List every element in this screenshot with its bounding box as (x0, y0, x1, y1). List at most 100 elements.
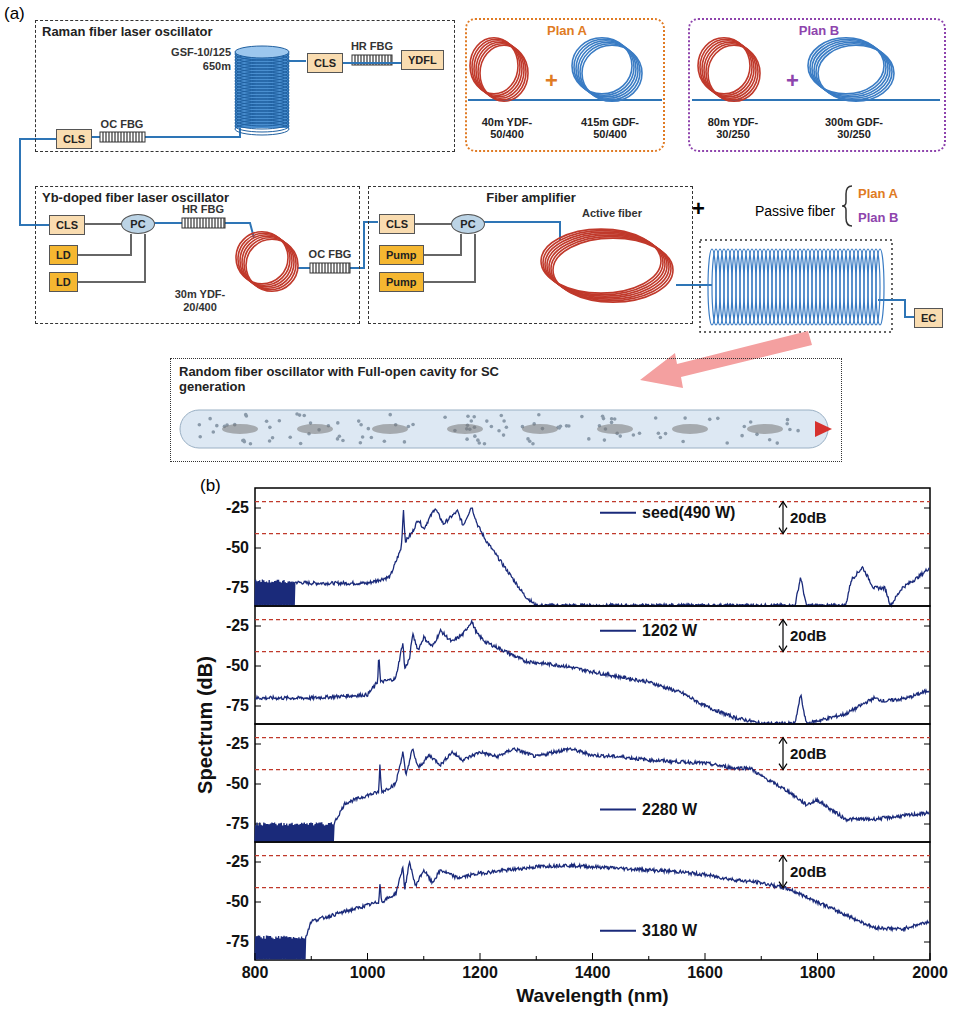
fbg-line (105, 132, 106, 142)
scatter-dot (531, 442, 535, 446)
scatter-dot (472, 415, 476, 419)
node-text: LD (56, 275, 71, 289)
reference-line (255, 737, 930, 738)
fbg-line (205, 218, 206, 228)
scatter-dot (465, 437, 469, 441)
node-text: CLS (314, 56, 336, 70)
fbg-line (220, 218, 221, 228)
tick-label: -75 (226, 814, 249, 833)
fbg-line (129, 132, 130, 142)
plot-frame (255, 606, 930, 724)
scatter-dot (485, 419, 489, 423)
tick-label: 1400 (575, 963, 611, 982)
scatter-dot (477, 441, 481, 445)
scale-label: 20dB (790, 627, 827, 645)
scatter-dot (278, 419, 282, 423)
module-group: Fiber amplifierCLSPCPumpPump (368, 186, 693, 324)
scatter-dot (610, 421, 614, 425)
tick (924, 862, 930, 863)
fiber-coil (818, 45, 894, 101)
scatter-dot (603, 438, 607, 442)
tick (592, 953, 593, 960)
legend-text: 1202 W (642, 621, 697, 640)
legend-line (600, 930, 636, 932)
scatter-dot (411, 423, 415, 427)
fbg-line (312, 263, 313, 273)
reference-line (255, 501, 930, 502)
fiber-coil (480, 45, 528, 101)
node-text: Pump (386, 275, 417, 289)
fbg-line (324, 263, 325, 273)
scatter-dot (245, 414, 249, 418)
node-text: LD (56, 248, 71, 262)
scatter-dot (654, 416, 658, 420)
component-box: Pump (379, 272, 424, 292)
fbg-line (196, 218, 197, 228)
part-label: Plan B (858, 210, 898, 226)
fbg-line (123, 132, 124, 142)
scatter-dot (357, 419, 361, 423)
fbg-line (202, 218, 203, 228)
scatter-dot (740, 434, 744, 438)
component-box: CLS (49, 215, 85, 235)
scatter-dot (483, 442, 487, 446)
tick (924, 626, 930, 627)
node-text: CLS (56, 218, 78, 232)
gsf-winding (235, 120, 289, 132)
generated-strokes (91, 38, 940, 960)
tick-label: -75 (226, 932, 249, 951)
scale-label: 20dB (790, 509, 827, 527)
reference-line (255, 855, 930, 856)
fiber (298, 222, 378, 268)
plot-frame (255, 488, 930, 606)
scatter-dot (683, 416, 687, 420)
node-text: PC (460, 217, 475, 231)
scatter-dot (580, 415, 584, 419)
spectrum-trace (255, 621, 929, 724)
fiber-connector (424, 234, 475, 282)
fbg-line (111, 132, 112, 142)
component-box: YDFL (401, 50, 444, 70)
scatter-dot (638, 431, 642, 435)
scale-arrow-head (779, 856, 787, 888)
scatter-dot (359, 423, 363, 427)
fiber-connector (78, 234, 131, 255)
scatter-dot (388, 413, 392, 417)
group-title: Fiber amplifier (486, 190, 576, 205)
scatter-dot (383, 439, 387, 443)
scatter-dot (499, 414, 503, 418)
legend-text: seed(490 W) (642, 503, 735, 522)
tick (924, 942, 930, 943)
scatter-dot (288, 435, 292, 439)
group-title: Plan A (547, 23, 587, 38)
scale-arrow (782, 503, 783, 533)
tick-label: -50 (226, 538, 249, 557)
tick-label: -75 (226, 578, 249, 597)
fbg-line (102, 132, 103, 142)
tick (924, 548, 930, 549)
gsf-top (235, 46, 289, 58)
scale-arrow-head (779, 738, 787, 770)
part-label: GSF-10/125 (171, 46, 231, 59)
pointer-arrow (640, 331, 812, 388)
scatter-dot (295, 412, 299, 416)
fiber (484, 222, 560, 240)
node-text: 415m GDF-50/400 (570, 116, 650, 140)
tick (423, 956, 424, 960)
fiber-coil (246, 239, 298, 291)
scale-arrow (782, 857, 783, 887)
scale-arrow-head (779, 502, 787, 534)
tick (480, 953, 481, 960)
fbg-line (193, 218, 194, 228)
scatter-dot (587, 437, 591, 441)
module-group: Raman fiber laser oscillatorCLSYDFLCLS (35, 20, 455, 152)
tick-label: 800 (242, 963, 269, 982)
fbg-line (117, 132, 118, 142)
fbg-line (190, 218, 191, 228)
tick-label: 1800 (800, 963, 836, 982)
fbg-line (217, 218, 218, 228)
tick (873, 956, 874, 960)
fbg-line (342, 263, 343, 273)
scatter-dot (299, 442, 303, 446)
arrow-head (815, 421, 832, 437)
